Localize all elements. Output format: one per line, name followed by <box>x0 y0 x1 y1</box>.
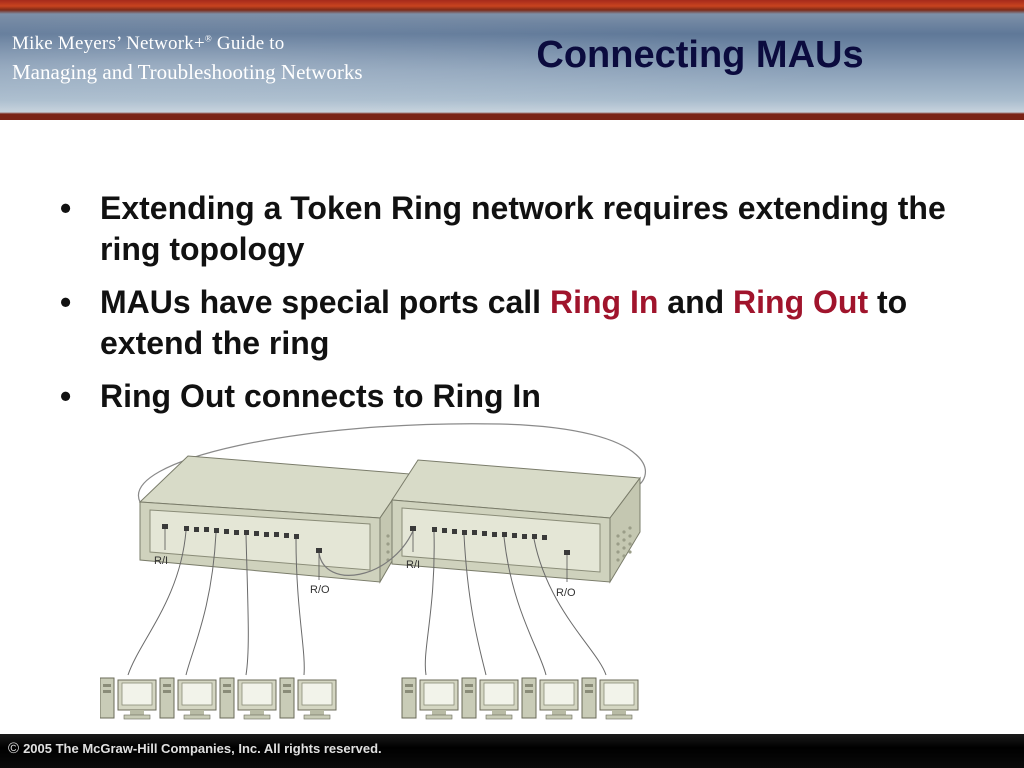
mau-ring-diagram: R/I R/O R/I R/O <box>100 423 646 720</box>
book-title-line1: Mike Meyers’ Network+® Guide to <box>12 33 284 55</box>
workstation-group-left <box>100 677 337 720</box>
copyright-notice: ©2005 The McGraw-Hill Companies, Inc. Al… <box>8 740 382 757</box>
bullet-list: • Extending a Token Ring network require… <box>60 188 960 429</box>
bullet-item: • MAUs have special ports call Ring In a… <box>60 282 960 364</box>
slide-title: Connecting MAUs <box>536 34 864 76</box>
ro-to-ri-cable <box>318 530 414 576</box>
workstation-cables <box>127 530 607 676</box>
label-ro-left: R/O <box>310 584 330 596</box>
book-title-suffix: Guide to <box>211 33 285 54</box>
footer-bar: ©2005 The McGraw-Hill Companies, Inc. Al… <box>0 734 1024 768</box>
workstation-icon <box>581 677 639 720</box>
workstation-icon <box>159 677 217 720</box>
bullet-text: and <box>658 284 734 320</box>
book-title-line2: Managing and Troubleshooting Networks <box>12 60 363 84</box>
workstation-icon <box>461 677 519 720</box>
label-ro-right: R/O <box>556 587 576 599</box>
workstation-icon <box>279 677 337 720</box>
bullet-text: to extend the ring <box>100 284 908 361</box>
header-banner <box>0 0 1024 120</box>
mau-left <box>138 455 411 584</box>
copyright-icon: © <box>8 740 20 757</box>
book-title-prefix: Mike Meyers’ Network+ <box>12 33 205 54</box>
bullet-text: Extending a Token Ring network requires … <box>100 190 946 267</box>
label-ri-right: R/I <box>406 559 420 571</box>
bullet-item: • Ring Out connects to Ring In <box>60 376 960 417</box>
registered-mark: ® <box>204 33 212 44</box>
bullet-icon: • <box>60 284 72 320</box>
bullet-text: MAUs have special ports call <box>100 284 550 320</box>
bullet-item: • Extending a Token Ring network require… <box>60 188 960 270</box>
workstation-icon <box>401 677 459 720</box>
ring-out-term: Ring Out <box>733 284 869 320</box>
workstation-group-right <box>401 677 639 720</box>
ring-loop-cable <box>137 423 646 503</box>
workstation-icon <box>521 677 579 720</box>
label-ri-left: R/I <box>154 555 168 567</box>
bullet-icon: • <box>60 378 72 414</box>
workstation-icon <box>100 677 157 720</box>
workstation-icon <box>219 677 277 720</box>
copyright-text: 2005 The McGraw-Hill Companies, Inc. All… <box>23 741 382 756</box>
ring-in-term: Ring In <box>549 284 659 320</box>
bullet-text: Ring Out connects to Ring In <box>100 378 541 414</box>
mau-right <box>391 459 641 584</box>
bullet-icon: • <box>60 190 72 226</box>
